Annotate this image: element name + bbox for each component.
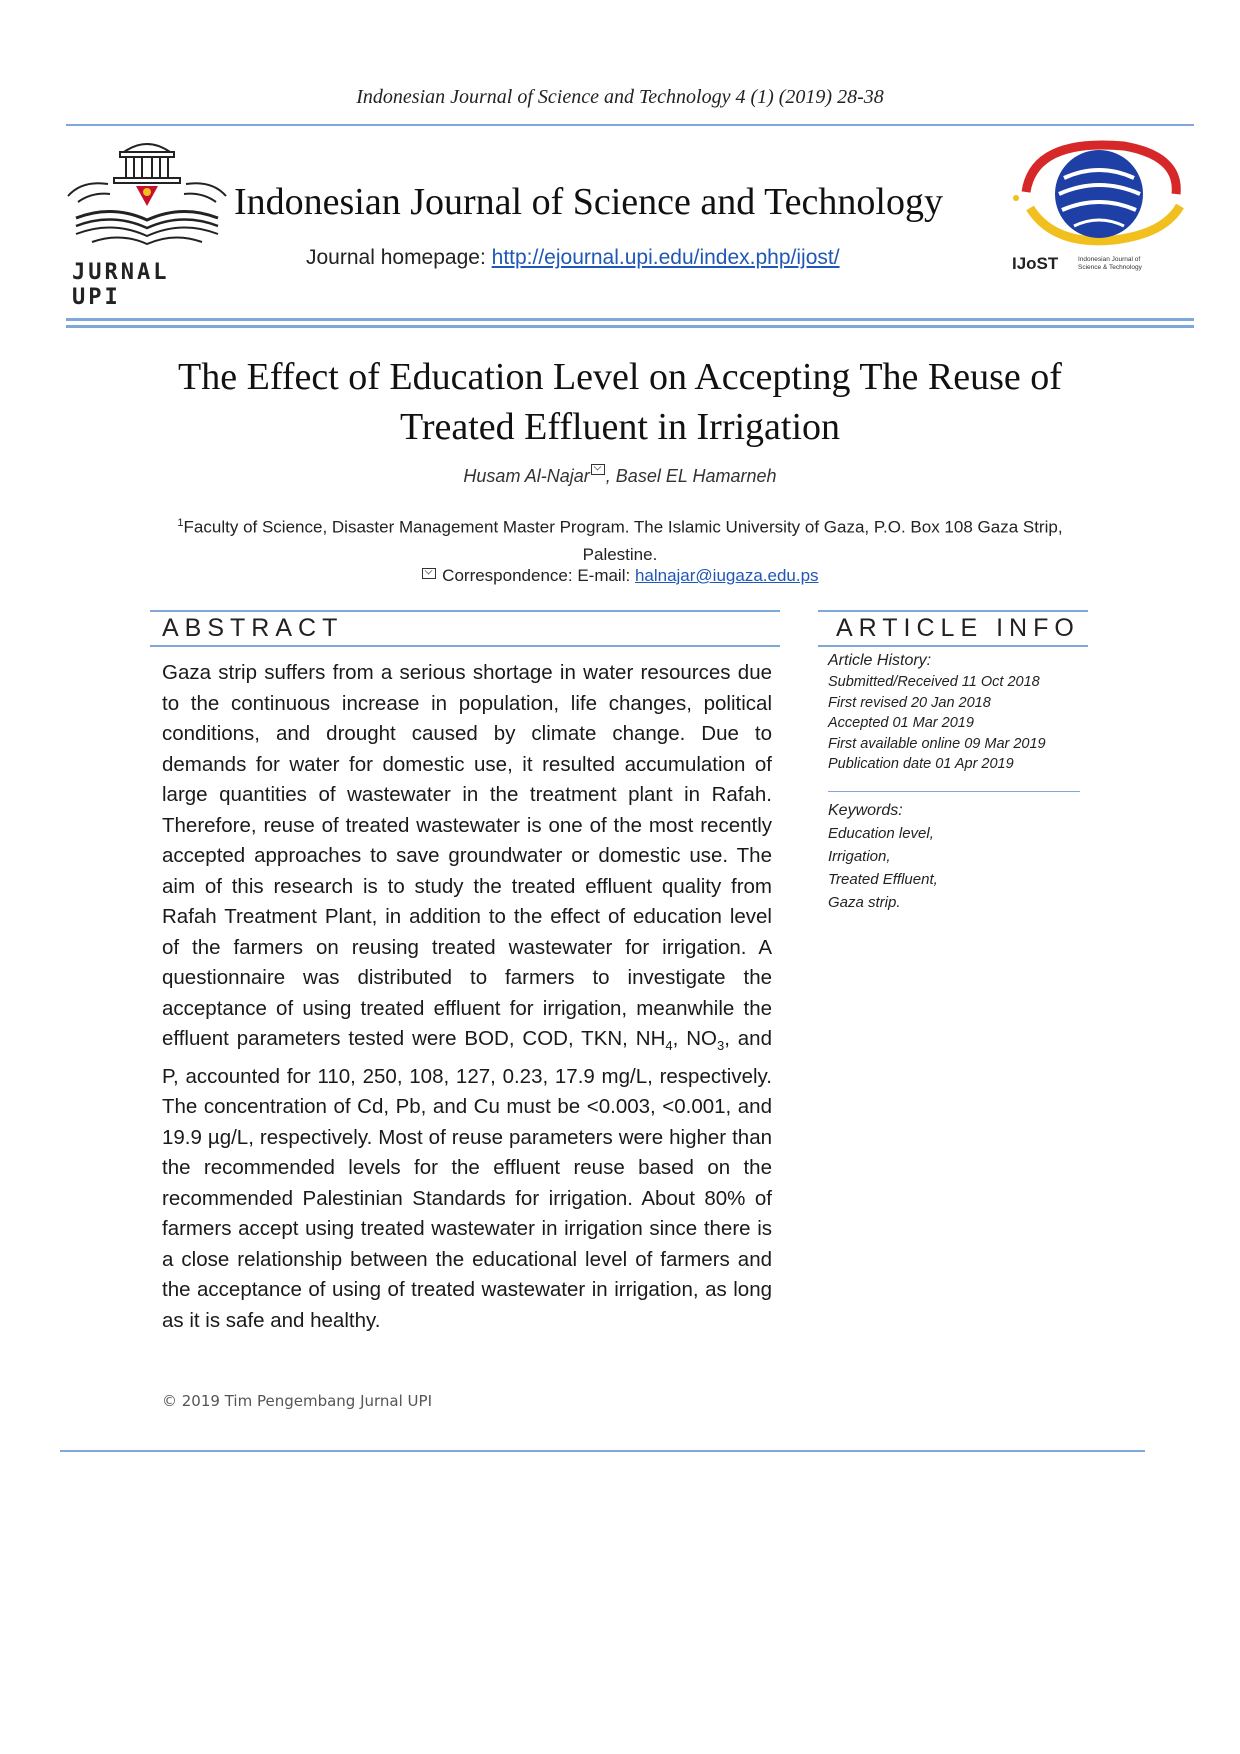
copyright-notice: © 2019 Tim Pengembang Jurnal UPI [162, 1392, 432, 1410]
history-label: Article History: [828, 652, 932, 669]
author-2: , Basel EL Hamarneh [605, 466, 777, 486]
homepage-label: Journal homepage: [306, 246, 492, 269]
globe-swoosh-icon [1013, 140, 1184, 246]
abstract-text: Gaza strip suffers from a serious shorta… [162, 661, 772, 1332]
journal-homepage: Journal homepage: http://ejournal.upi.ed… [306, 246, 840, 270]
info-divider [828, 790, 1080, 792]
ijost-subtitle: Indonesian Journal of Science & Technolo… [1078, 256, 1142, 271]
abstract-heading-rule-bottom [150, 645, 780, 647]
running-head: Indonesian Journal of Science and Techno… [356, 86, 884, 108]
keyword-item: Gaza strip. [828, 893, 901, 911]
author-line: Husam Al-Najar , Basel EL Hamarneh [0, 464, 1240, 487]
article-info-heading-rule-top [818, 610, 1088, 612]
history-item: Submitted/Received 11 Oct 2018 [828, 674, 1040, 690]
ijost-logo: IJoST Indonesian Journal of Science & Te… [1004, 134, 1194, 284]
keywords-label: Keywords: [828, 801, 903, 819]
header-double-rule-top [66, 318, 1194, 321]
header-double-rule-bottom [66, 325, 1194, 328]
abstract-heading: ABSTRACT [162, 614, 344, 642]
history-item: Publication date 01 Apr 2019 [828, 756, 1014, 772]
ijost-wordmark: IJoST [1012, 254, 1059, 273]
journal-name: Indonesian Journal of Science and Techno… [234, 181, 943, 223]
affiliation: 1Faculty of Science, Disaster Management… [150, 510, 1090, 568]
keyword-item: Irrigation, [828, 847, 891, 865]
correspondence-email-link[interactable]: halnajar@iugaza.edu.ps [634, 566, 819, 585]
abstract-heading-rule-top [150, 610, 780, 612]
history-item: Accepted 01 Mar 2019 [828, 715, 974, 731]
jurnal-upi-wordmark: JURNAL UPI [72, 260, 170, 310]
homepage-link[interactable]: http://ejournal.upi.edu/index.php/ijost/ [491, 246, 840, 269]
footer-rule [60, 1450, 1145, 1452]
correspondence-label: Correspondence: E-mail: [437, 566, 635, 585]
affiliation-text: Faculty of Science, Disaster Management … [183, 517, 1063, 564]
mail-icon [422, 568, 437, 579]
article-info-panel: Article History: Submitted/Received 11 O… [828, 652, 1088, 914]
article-title: The Effect of Education Level on Accepti… [178, 356, 1062, 448]
article-info-heading-rule-bottom [818, 645, 1088, 647]
building-book-icon [67, 143, 227, 246]
mail-icon [590, 464, 605, 475]
author-1: Husam Al-Najar [463, 466, 590, 486]
keyword-item: Treated Effluent, [828, 870, 938, 888]
jurnal-upi-logo: JURNAL UPI [62, 134, 232, 310]
article-info-heading: ARTICLE INFO [836, 614, 1080, 642]
affiliation-marker: 1 [177, 517, 184, 529]
correspondence: Correspondence: E-mail: halnajar@iugaza.… [0, 566, 1240, 586]
history-item: First available online 09 Mar 2019 [828, 735, 1046, 752]
header-rule [66, 124, 1194, 126]
history-item: First revised 20 Jan 2018 [828, 694, 991, 711]
keyword-item: Education level, [828, 824, 934, 842]
